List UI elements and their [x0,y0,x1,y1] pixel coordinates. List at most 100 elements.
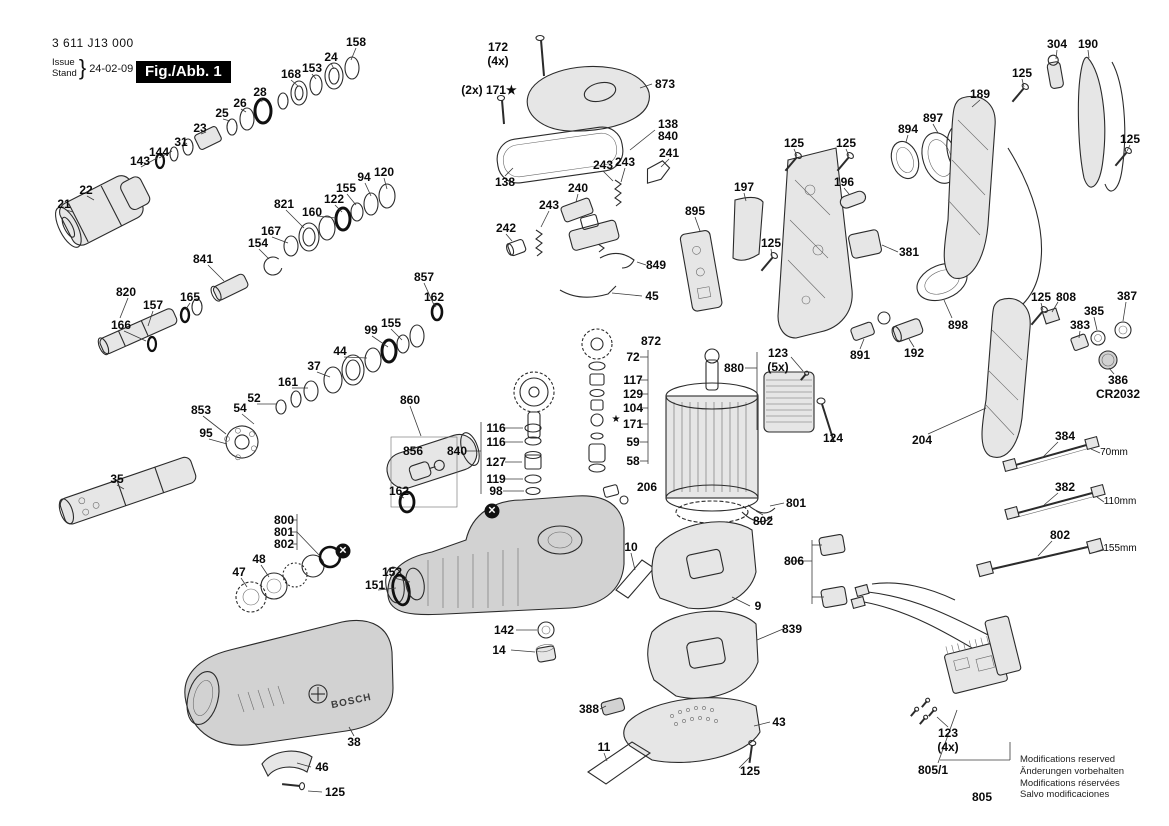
part-callout: 388 [578,702,600,716]
assembly-mark: ✕ [484,503,500,519]
part-callout: 872 [640,334,662,348]
cables-and-pcb [850,435,1106,725]
bottom-shells [587,521,848,785]
title-block: 3 611 J13 000 Issue Stand } 24-02-09 [52,36,134,83]
battery-type-label: CR2032 [1095,387,1141,401]
dimension-label: 155mm [1103,543,1137,554]
assembly-mark: ✕ [335,543,351,559]
piston-assembly [386,432,480,514]
part-callout: 802 [273,537,295,551]
part-callout: 31 [174,135,188,149]
motor-housing: BOSCH [184,545,394,778]
part-callout: 800 [273,513,295,527]
crank-cover-assembly [496,34,671,298]
part-callout: 37 [307,359,321,373]
part-callout: 820 [115,285,137,299]
part-callout: 119 [486,472,506,486]
bearing-ring-train [58,302,444,525]
modifications-line-es: Salvo modificaciones [1020,789,1110,801]
part-callout: 25 [215,106,229,120]
part-callout: 54 [233,401,247,415]
part-callout: 43 [772,715,786,729]
part-callout: 386 [1107,373,1129,387]
part-callout: 125 [324,785,346,799]
part-callout: 35 [110,472,124,486]
part-callout: 168 [280,67,302,81]
part-callout: 142 [493,623,515,637]
part-callout: 806 [783,554,805,568]
part-callout: 47 [232,565,246,579]
part-callout: 38 [347,735,361,749]
part-callout: 143 [129,154,151,168]
part-callout: 304 [1046,37,1068,51]
part-callout: 382 [1054,480,1076,494]
part-callout: 381 [898,245,920,259]
part-callout: 801 [785,496,807,510]
part-callout: 154 [247,236,269,250]
part-callout: 243 [538,198,560,212]
part-callout: 190 [1077,37,1099,51]
part-callout: 165 [179,290,201,304]
part-callout: 840 [446,444,468,458]
part-callout: (5x) [767,360,789,374]
part-callout: 860 [399,393,421,407]
part-callout: 206 [636,480,658,494]
part-callout: 99 [364,323,378,337]
part-callout: 166 [110,318,132,332]
modifications-note: Modifications reserved Änderungen vorbeh… [1020,754,1124,801]
part-callout: 123 [767,346,789,360]
part-callout: 387 [1116,289,1138,303]
part-callout: 48 [252,552,266,566]
washer-column [524,423,542,496]
part-callout: 385 [1083,304,1105,318]
part-callout: 116 [486,435,506,449]
part-callout: 129 [622,387,644,401]
part-callout: 157 [142,298,164,312]
part-callout: 125 [760,236,782,250]
part-callout: 897 [922,111,944,125]
part-callout: 124 [822,431,844,445]
part-callout: 153 [301,61,323,75]
modifications-line-fr: Modifications réservées [1020,777,1120,789]
part-callout: 849 [645,258,667,272]
part-callout: 240 [567,181,589,195]
part-callout: 125 [1119,132,1141,146]
part-callout: 125 [739,764,761,778]
part-callout: 383 [1069,318,1091,332]
part-callout: 898 [947,318,969,332]
part-callout: 155 [335,181,357,195]
dimension-label: 110mm [1103,496,1137,507]
part-callout: 204 [911,433,933,447]
part-callout: 805/1 [917,763,949,777]
part-callout: (2x) 171★ [461,83,517,97]
part-callout: 873 [654,77,676,91]
part-callout: 14 [492,643,506,657]
part-callout: 10 [624,540,638,554]
gear-housing [385,495,625,663]
part-callout: 891 [849,348,871,362]
part-callout: 172 [487,40,509,54]
part-callout: 839 [781,622,803,636]
part-callout: 384 [1054,429,1076,443]
issue-date: 24-02-09 [89,63,134,75]
part-callout: 46 [315,760,329,774]
chuck-assembly [55,56,360,248]
part-callout: (4x) [937,740,959,754]
part-callout: 125 [1011,66,1033,80]
part-callout: 52 [247,391,261,405]
leader-lines [65,47,1131,793]
part-callout: 72 [626,350,640,364]
part-callout: 808 [1055,290,1077,304]
part-callout: 821 [273,197,295,211]
modifications-line-en: Modifications reserved [1020,754,1116,765]
part-callout: 45 [645,289,659,303]
part-callout: (4x) [487,54,509,68]
part-callout: 23 [193,121,207,135]
part-callout: 841 [192,252,214,266]
part-callout: 802 [752,514,774,528]
part-callout: 59 [626,435,640,449]
part-callout: 167 [260,224,282,238]
part-callout: 117 [623,373,643,387]
star-marker: ★ [611,414,621,425]
